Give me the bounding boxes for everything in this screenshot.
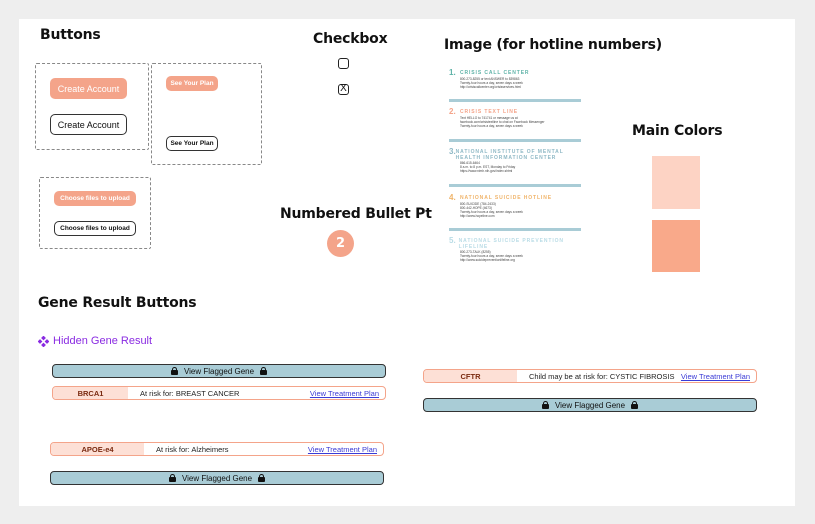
hotline-line: 800-273-8255 or text ANSWER to 839863 <box>460 77 520 81</box>
hotline-line: Twenty-four hours a day, seven days a we… <box>460 254 523 258</box>
gene-result-row: BRCA1 At risk for: BREAST CANCER View Tr… <box>52 386 386 400</box>
hotline-line: http://crisiscallcenter.org/crisisservic… <box>460 85 521 89</box>
hotline-divider <box>449 99 581 102</box>
canvas: Buttons Create Account Create Account Se… <box>19 19 795 506</box>
hotline-divider <box>449 228 581 231</box>
create-account-outline-button[interactable]: Create Account <box>50 114 127 135</box>
image-heading: Image (for hotline numbers) <box>444 37 663 53</box>
view-flagged-gene-label: View Flagged Gene <box>183 366 255 376</box>
lock-icon <box>631 401 639 409</box>
buttons-heading: Buttons <box>40 27 101 43</box>
hotline-item: 5.NATIONAL SUICIDE PREVENTION LIFELINE 8… <box>449 236 579 262</box>
hotline-line: https://www.nimh.nih.gov/index.shtml <box>460 169 513 173</box>
hotline-line: Text HELLO to 741741 or message us at <box>460 116 518 120</box>
view-flagged-gene-button[interactable]: View Flagged Gene <box>52 364 386 378</box>
view-flagged-gene-button[interactable]: View Flagged Gene <box>50 471 384 485</box>
checkbox-checked[interactable]: X <box>338 84 349 95</box>
hotline-item: 1. CRISIS CALL CENTER 800-273-8255 or tex… <box>449 68 579 89</box>
gene-result-row: APOE-e4 At risk for: Alzheimers View Tre… <box>50 442 384 456</box>
checkbox-heading: Checkbox <box>313 31 388 47</box>
create-account-group <box>35 63 149 150</box>
hotline-item: 3.NATIONAL INSTITUTE OF MENTAL HEALTH IN… <box>449 147 579 173</box>
upload-filled-button[interactable]: Choose files to upload <box>54 191 136 206</box>
hotline-title: NATIONAL INSTITUTE OF MENTAL HEALTH INFO… <box>455 149 564 161</box>
hotline-number: 2. <box>449 107 456 116</box>
hotline-title: NATIONAL SUICIDE HOTLINE <box>460 195 552 201</box>
view-flagged-gene-label: View Flagged Gene <box>181 473 253 483</box>
hotline-line: http://www.hopeline.com <box>460 214 495 218</box>
view-flagged-gene-button[interactable]: View Flagged Gene <box>423 398 757 412</box>
hotline-number: 5. <box>449 236 456 245</box>
hotline-title: CRISIS TEXT LINE <box>460 109 519 115</box>
hidden-gene-result-link[interactable]: Hidden Gene Result <box>38 335 152 347</box>
hotline-title: CRISIS CALL CENTER <box>460 70 530 76</box>
color-swatch-light <box>652 156 700 209</box>
hotline-line: Twenty-four hours a day, seven days a we… <box>460 210 523 214</box>
hotline-line: 800-273-TALK (8255) <box>460 250 491 254</box>
gene-result-heading: Gene Result Buttons <box>38 295 197 311</box>
see-plan-filled-button[interactable]: See Your Plan <box>166 76 218 91</box>
upload-group <box>39 177 151 249</box>
hotline-item: 2. CRISIS TEXT LINE Text HELLO to 741741 … <box>449 107 579 128</box>
create-account-filled-button[interactable]: Create Account <box>50 78 127 99</box>
lock-icon <box>168 474 176 482</box>
hotline-line: 866-615-6464 <box>460 161 480 165</box>
hotline-divider <box>449 139 581 142</box>
hotline-title: NATIONAL SUICIDE PREVENTION LIFELINE <box>458 238 564 250</box>
main-colors-heading: Main Colors <box>632 123 723 139</box>
lock-icon <box>260 367 268 375</box>
hotline-line: http://www.suicidepreventionlifeline.org <box>460 258 515 262</box>
gene-name: APOE-e4 <box>51 443 144 455</box>
lock-icon <box>170 367 178 375</box>
upload-outline-button[interactable]: Choose files to upload <box>54 221 136 236</box>
hotline-line: 800-SUICIDE (784-2433) <box>460 202 496 206</box>
gene-risk-text: Child may be at risk for: CYSTIC FIBROSI… <box>529 371 675 381</box>
view-flagged-gene-label: View Flagged Gene <box>554 400 626 410</box>
gene-result-row: CFTR Child may be at risk for: CYSTIC FI… <box>423 369 757 383</box>
hotline-line: 8 a.m. to 8 p.m. EST, Monday to Friday <box>460 165 516 169</box>
hidden-gene-result-label: Hidden Gene Result <box>53 335 153 347</box>
diamond-cluster-icon <box>38 335 49 347</box>
gene-risk-text: At risk for: Alzheimers <box>156 444 229 454</box>
hotline-line: Twenty-four hours a day, seven days a we… <box>460 81 523 85</box>
hotline-number: 4. <box>449 193 456 202</box>
view-treatment-plan-link[interactable]: View Treatment Plan <box>307 444 377 454</box>
lock-icon <box>541 401 549 409</box>
numbered-bullet-heading: Numbered Bullet Pt <box>280 206 432 222</box>
gene-name: BRCA1 <box>53 387 128 399</box>
see-plan-outline-button[interactable]: See Your Plan <box>166 136 218 151</box>
gene-risk-text: At risk for: BREAST CANCER <box>140 388 240 398</box>
see-plan-group <box>151 63 262 165</box>
hotline-line: 800-442-HOPE (4673) <box>460 206 492 210</box>
hotline-line: Twenty-four hours a day, seven days a we… <box>460 124 523 128</box>
view-treatment-plan-link[interactable]: View Treatment Plan <box>309 388 379 398</box>
hotline-divider <box>449 184 581 187</box>
view-treatment-plan-link[interactable]: View Treatment Plan <box>680 371 750 381</box>
numbered-bullet: 2 <box>327 230 354 257</box>
hotline-number: 1. <box>449 68 456 77</box>
color-swatch-primary <box>652 220 700 272</box>
hotline-number: 3. <box>449 147 456 156</box>
gene-name: CFTR <box>424 370 517 382</box>
hotline-line: facebook.com/crisistextline to chat on F… <box>460 120 545 124</box>
hotline-item: 4. NATIONAL SUICIDE HOTLINE 800-SUICIDE (… <box>449 193 579 218</box>
lock-icon <box>258 474 266 482</box>
checkbox-unchecked[interactable] <box>338 58 349 69</box>
